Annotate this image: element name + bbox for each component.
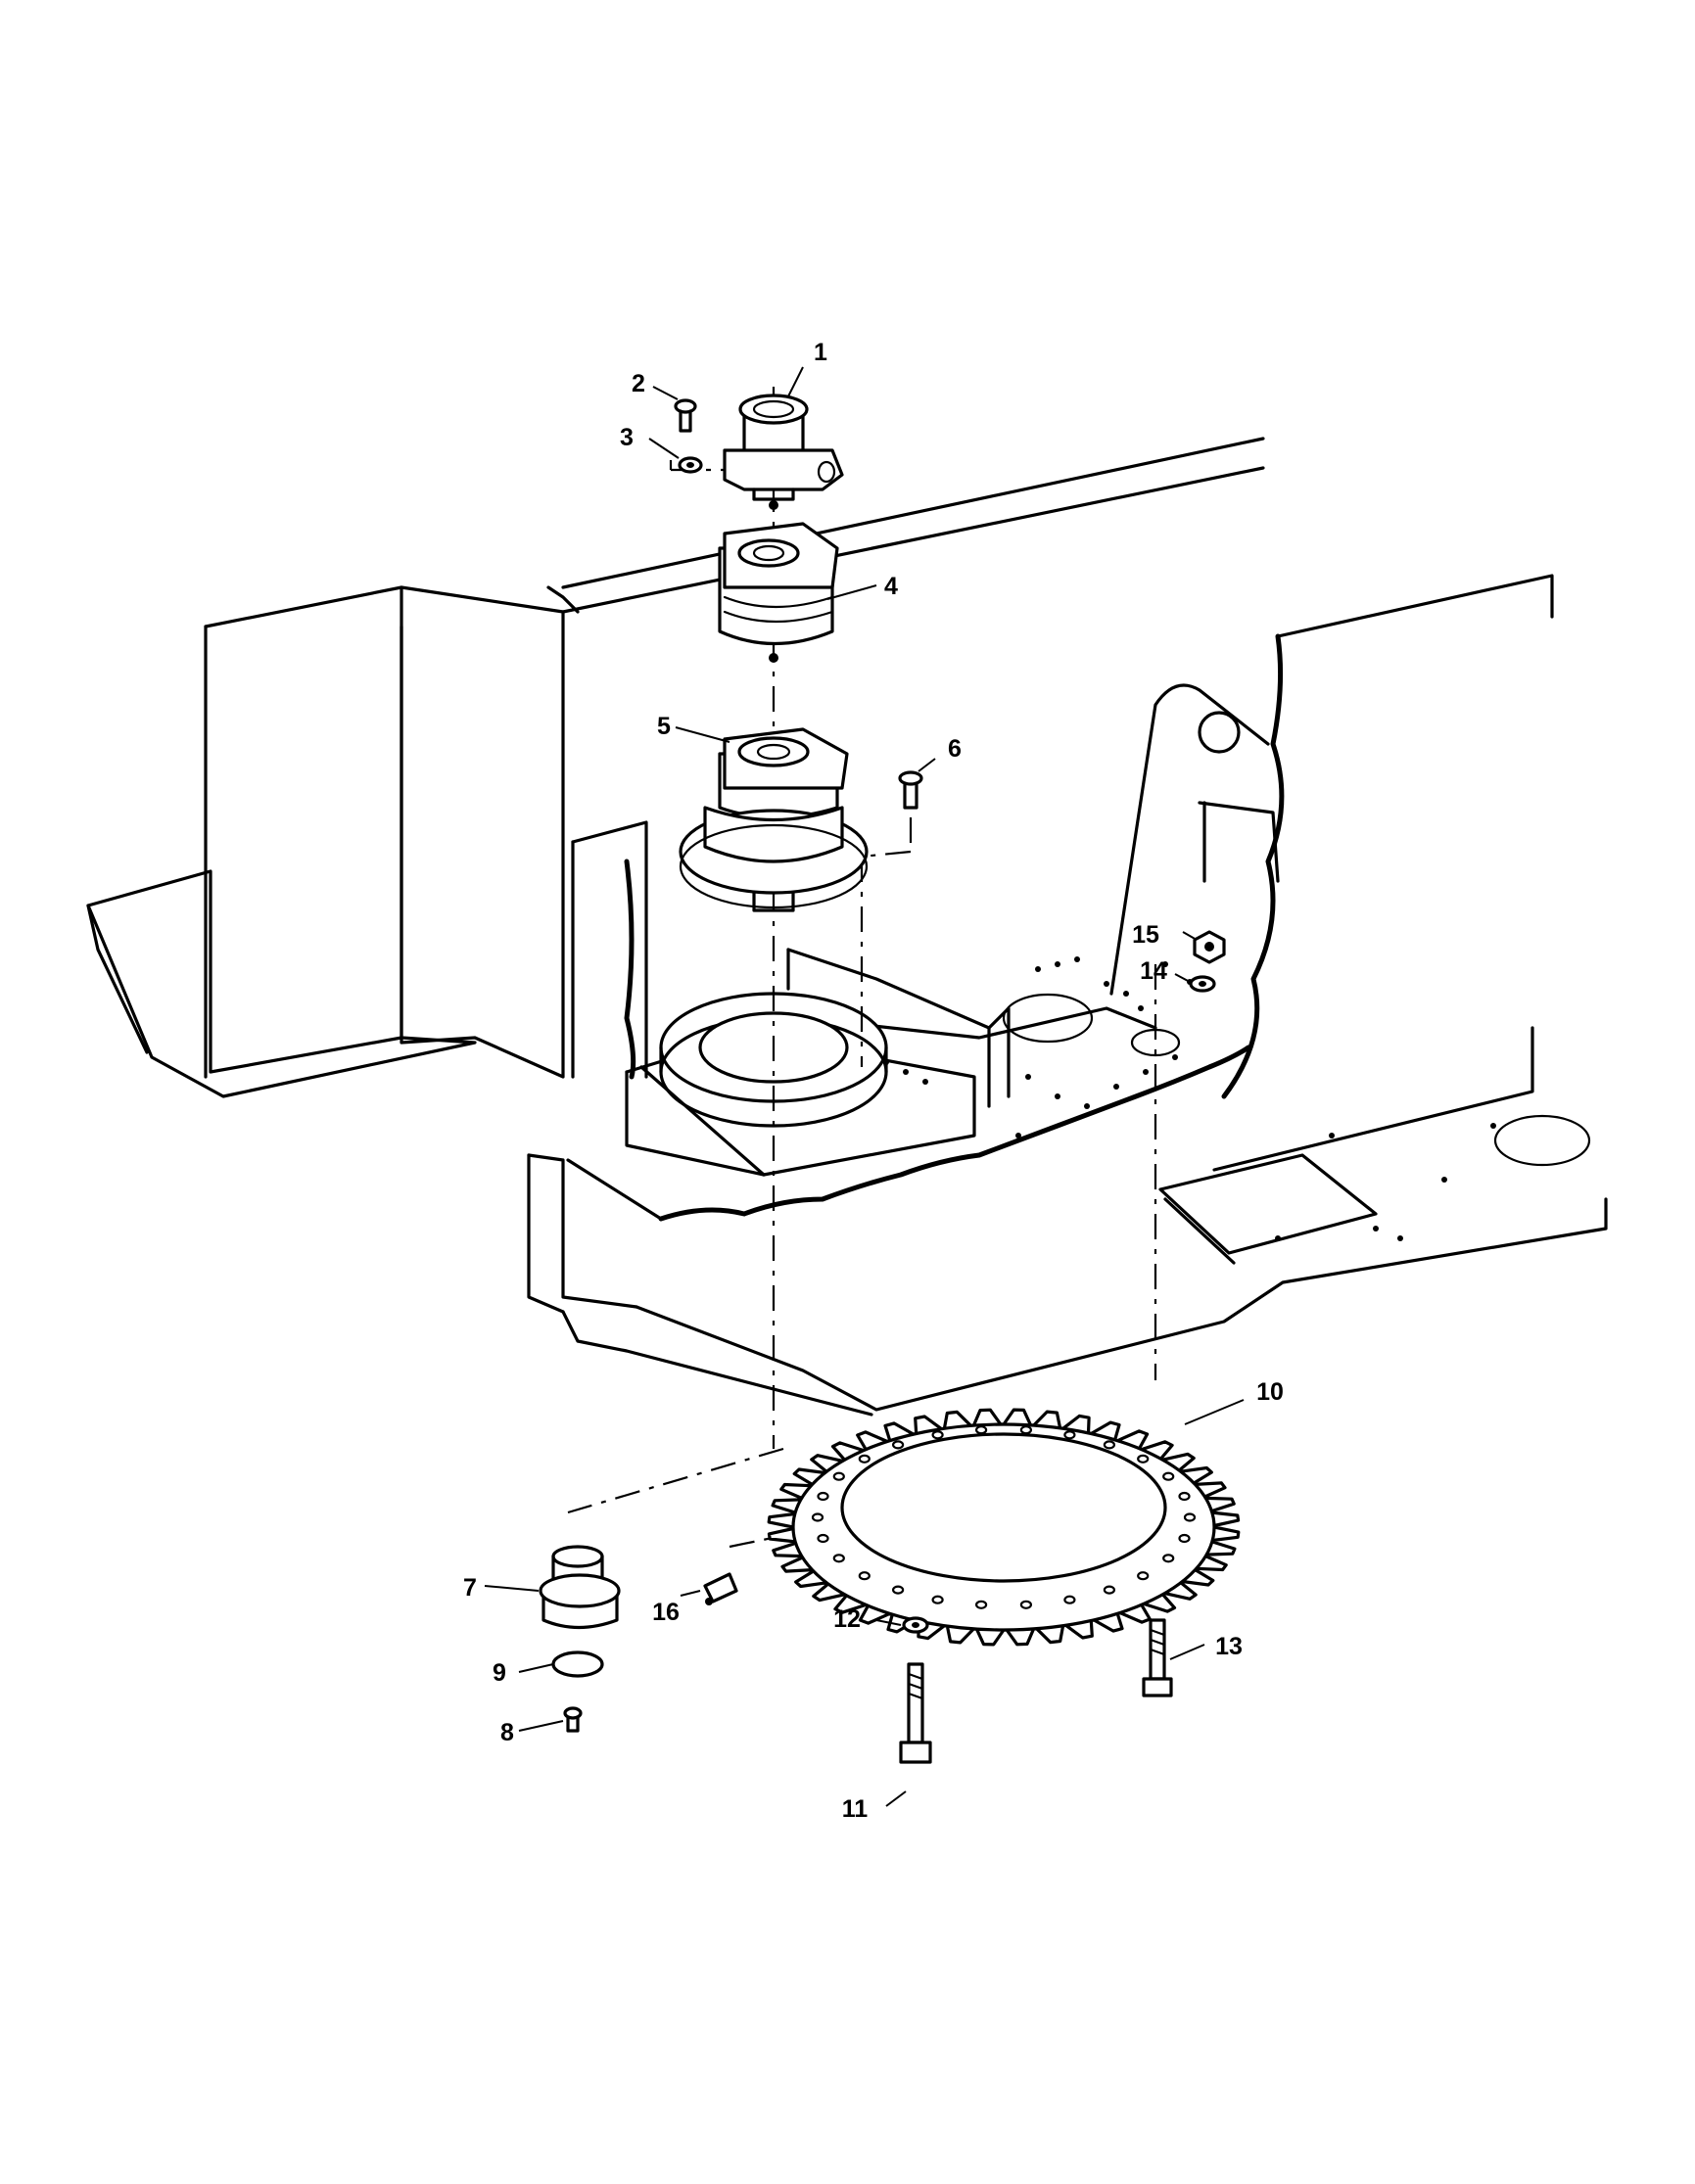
callout-12: 12 — [833, 1605, 861, 1633]
ring-bolt-hole — [1137, 1571, 1150, 1581]
part-14-washer — [1189, 975, 1216, 993]
ring-bolt-hole — [1178, 1491, 1191, 1502]
part-2-bolt — [674, 398, 697, 433]
part-3-washer — [678, 456, 703, 474]
callout-6: 6 — [948, 735, 962, 763]
part-13-bolt — [1142, 1618, 1173, 1697]
callout-16: 16 — [652, 1599, 680, 1626]
callout-7: 7 — [463, 1574, 477, 1602]
callout-5: 5 — [657, 713, 671, 740]
ring-bolt-hole — [811, 1512, 824, 1522]
callout-13: 13 — [1215, 1633, 1243, 1660]
ring-bolt-hole — [1019, 1600, 1033, 1609]
ring-bolt-hole — [1178, 1533, 1191, 1544]
part-12-washer — [902, 1616, 929, 1634]
part-4-housing — [718, 522, 839, 663]
callout-9: 9 — [493, 1659, 506, 1687]
ring-bolt-hole — [1183, 1512, 1197, 1522]
callout-14: 14 — [1140, 957, 1167, 985]
ring-bolt-hole — [1103, 1585, 1116, 1595]
ring-bolt-hole — [931, 1430, 944, 1440]
callout-15: 15 — [1132, 921, 1159, 949]
part-5-gearbox — [679, 727, 869, 912]
ring-bolt-hole — [891, 1585, 905, 1595]
part-11-bolt — [899, 1662, 932, 1764]
ring-bolt-hole — [817, 1491, 829, 1502]
ring-bolt-hole — [832, 1471, 845, 1481]
callout-1: 1 — [814, 339, 827, 366]
part-15-nut — [1193, 930, 1226, 964]
part-1-motor — [723, 394, 844, 510]
ring-bolt-hole — [1063, 1430, 1076, 1440]
lower-frame — [527, 1026, 1608, 1417]
ring-bolt-hole — [858, 1571, 871, 1581]
callout-8: 8 — [500, 1719, 514, 1746]
callout-layer: 1 2 3 4 5 6 7 8 9 10 11 12 13 14 15 16 — [463, 339, 1284, 1823]
ring-bolt-hole — [1162, 1554, 1175, 1563]
ring-bolt-hole — [1103, 1440, 1116, 1450]
ring-bolt-hole — [817, 1533, 829, 1544]
callout-2: 2 — [632, 370, 645, 397]
part-10-ring-gear — [767, 1408, 1241, 1647]
ring-bolt-hole — [858, 1454, 871, 1464]
part-7-pinion — [539, 1545, 621, 1630]
ring-bolt-hole — [1137, 1454, 1150, 1464]
ring-bolt-hole — [1162, 1471, 1175, 1481]
ring-bolt-hole — [832, 1554, 845, 1563]
callout-11: 11 — [842, 1795, 869, 1823]
callout-4: 4 — [884, 573, 898, 600]
part-16-fitting — [703, 1572, 738, 1605]
ring-bolt-hole — [974, 1425, 988, 1435]
ring-bolt-hole — [891, 1440, 905, 1450]
ring-bolt-hole — [1063, 1595, 1076, 1604]
part-6-bolt — [898, 770, 923, 810]
upper-frame — [86, 437, 1554, 1222]
callout-10: 10 — [1256, 1378, 1284, 1406]
ring-bolt-hole — [974, 1600, 988, 1609]
ring-bolt-hole — [1019, 1425, 1033, 1435]
ring-bolt-hole — [931, 1595, 944, 1604]
part-9-plate — [551, 1650, 604, 1678]
part-8-screw — [563, 1706, 583, 1733]
callout-3: 3 — [620, 424, 634, 451]
